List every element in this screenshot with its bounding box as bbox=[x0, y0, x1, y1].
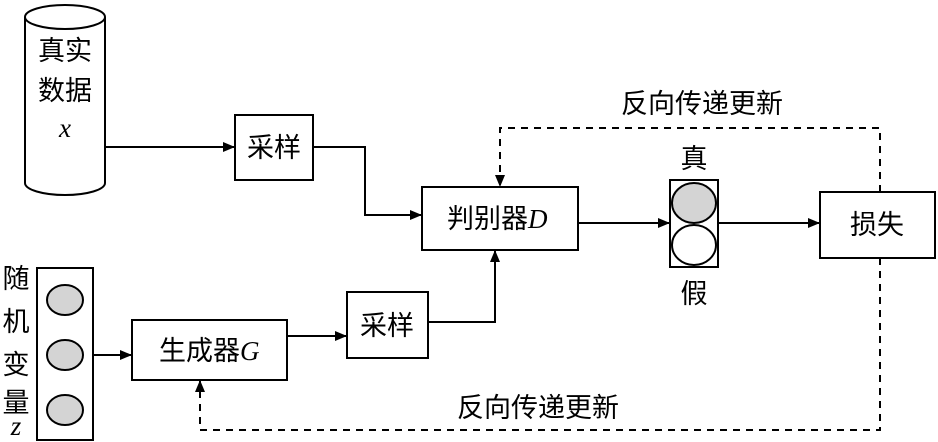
sample-box-bottom bbox=[346, 291, 429, 359]
discriminator-label: 判别器D bbox=[447, 204, 548, 235]
noise-char: 量 bbox=[3, 388, 30, 419]
real-data-var: x bbox=[58, 113, 71, 143]
noise-var: z bbox=[10, 411, 22, 441]
real-data-label-2: 数据 bbox=[38, 76, 92, 107]
loss-box bbox=[819, 191, 936, 259]
noise-circle bbox=[46, 284, 84, 316]
sample-label-bottom: 采样 bbox=[360, 311, 414, 342]
sample-label-top: 采样 bbox=[247, 133, 301, 164]
dashed-feedback-generator bbox=[195, 258, 881, 431]
dashed-feedback-discriminator bbox=[495, 127, 881, 192]
generator-box bbox=[131, 319, 288, 381]
fake-circle bbox=[671, 224, 717, 266]
backprop-label-top: 反向传递更新 bbox=[621, 89, 783, 120]
discriminator-box bbox=[421, 186, 579, 251]
noise-char: 随 bbox=[3, 264, 30, 295]
fake-label: 假 bbox=[681, 279, 708, 310]
noise-circle bbox=[46, 394, 84, 426]
loss-label: 损失 bbox=[850, 210, 904, 241]
sample-box-top bbox=[234, 114, 314, 181]
backprop-label-bottom: 反向传递更新 bbox=[457, 393, 619, 424]
generator-label: 生成器G bbox=[159, 336, 260, 367]
real-data-label-1: 真实 bbox=[38, 36, 92, 67]
real-circle bbox=[671, 182, 717, 224]
real-label: 真 bbox=[681, 144, 708, 175]
arrow-sample2-to-discriminator bbox=[428, 250, 500, 323]
arrow-sample-to-discriminator bbox=[313, 146, 422, 220]
real-data-cylinder bbox=[24, 4, 106, 196]
noise-char: 变 bbox=[3, 350, 30, 381]
noise-circle bbox=[46, 339, 84, 371]
noise-char: 机 bbox=[3, 307, 30, 338]
